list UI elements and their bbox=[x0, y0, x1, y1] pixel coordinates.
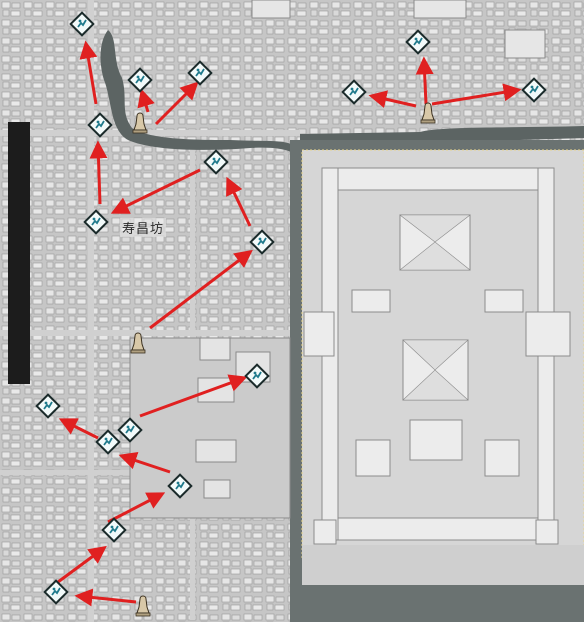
district-label: 寿昌坊 bbox=[120, 218, 167, 237]
diamond-collectible-icon[interactable] bbox=[521, 77, 547, 103]
route-arrow bbox=[58, 418, 99, 440]
diamond-collectible-icon[interactable] bbox=[69, 11, 95, 37]
route-arrow bbox=[226, 176, 252, 227]
statue-icon[interactable] bbox=[135, 595, 151, 617]
statue-markers bbox=[130, 102, 436, 617]
route-arrow bbox=[57, 545, 107, 584]
route-arrow bbox=[79, 40, 98, 105]
north-moat bbox=[100, 30, 584, 160]
diamond-collectible-icon[interactable] bbox=[341, 79, 367, 105]
north-gates bbox=[251, 0, 546, 59]
route-arrow bbox=[431, 83, 522, 106]
route-arrow bbox=[368, 90, 417, 108]
route-arrow bbox=[137, 88, 155, 113]
route-arrow bbox=[415, 56, 434, 105]
palace-hall-roof-2 bbox=[402, 339, 469, 401]
route-arrows bbox=[57, 40, 522, 607]
west-wall bbox=[8, 122, 30, 384]
diamond-collectible-icon[interactable] bbox=[405, 29, 431, 55]
route-arrow bbox=[154, 81, 199, 126]
route-arrow bbox=[139, 374, 248, 418]
diamond-collectible-icon[interactable] bbox=[101, 517, 127, 543]
route-arrow bbox=[74, 588, 137, 607]
diamond-collectible-icon[interactable] bbox=[35, 393, 61, 419]
palace-hall-roof-1 bbox=[399, 214, 471, 271]
route-arrow bbox=[149, 249, 253, 330]
route-arrow bbox=[110, 168, 201, 214]
collectible-markers bbox=[35, 11, 547, 605]
statue-icon[interactable] bbox=[132, 112, 148, 134]
south-palace-base bbox=[302, 545, 584, 585]
diamond-collectible-icon[interactable] bbox=[43, 579, 69, 605]
route-arrow bbox=[118, 452, 171, 474]
statue-icon[interactable] bbox=[130, 332, 146, 354]
diamond-collectible-icon[interactable] bbox=[95, 429, 121, 455]
route-arrow bbox=[89, 140, 108, 205]
route-arrow bbox=[107, 492, 166, 524]
diamond-collectible-icon[interactable] bbox=[167, 473, 193, 499]
statue-icon[interactable] bbox=[420, 102, 436, 124]
palace-structures bbox=[303, 167, 571, 545]
diamond-collectible-icon[interactable] bbox=[244, 363, 270, 389]
diamond-collectible-icon[interactable] bbox=[117, 417, 143, 443]
temple-complex bbox=[129, 337, 291, 519]
